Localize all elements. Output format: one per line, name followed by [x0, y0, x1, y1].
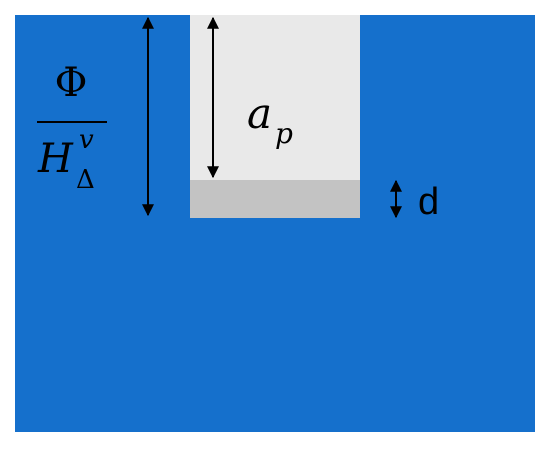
fraction-denominator-sup: v — [79, 125, 94, 155]
affected-layer — [190, 180, 360, 218]
cavity-depth-label-main: a — [247, 89, 272, 138]
cavity-depth-label-sub: p — [275, 117, 293, 150]
fraction-denominator-sub: Δ — [76, 165, 95, 195]
thickness-label: d — [418, 181, 439, 223]
fraction-numerator: Φ — [55, 60, 88, 106]
fraction-denominator-main: H — [37, 136, 74, 182]
ablated-cavity — [190, 15, 360, 181]
